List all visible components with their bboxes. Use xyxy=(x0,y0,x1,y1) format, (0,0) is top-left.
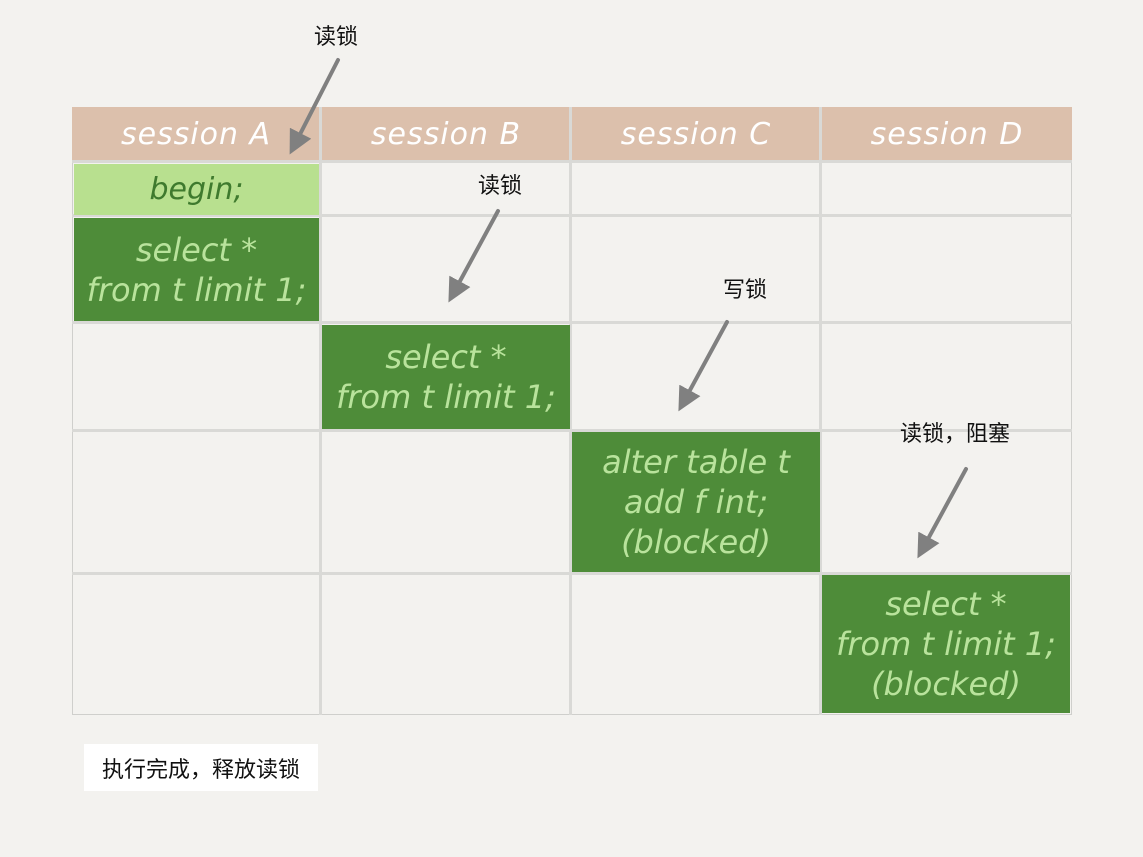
step-line: select * xyxy=(135,230,258,269)
session-d-header: session D xyxy=(870,117,1024,152)
session-c-alter-step: alter table t add f int; (blocked) xyxy=(572,432,820,572)
step-line: (blocked) xyxy=(621,523,771,561)
arrow-to-session-c xyxy=(678,320,729,412)
step-line: from t limit 1; xyxy=(336,378,556,416)
grid-row-divider xyxy=(72,214,1072,217)
arrow-to-session-d xyxy=(917,467,968,559)
read-lock-annotation-a: 读锁 xyxy=(314,25,359,50)
step-line: from t limit 1; xyxy=(836,625,1056,663)
session-b-select-step: select * from t limit 1; xyxy=(322,325,570,429)
session-d-select-step: select * from t limit 1; (blocked) xyxy=(822,575,1070,713)
step-text: begin; xyxy=(149,171,244,207)
grid-row-divider xyxy=(72,429,1072,432)
arrow-to-session-b xyxy=(448,209,500,303)
arrow-to-session-a xyxy=(289,58,340,155)
step-line: (blocked) xyxy=(871,665,1021,703)
grid-column-divider xyxy=(819,107,822,715)
step-line: select * xyxy=(385,338,507,376)
step-line: select * xyxy=(885,585,1007,623)
read-lock-blocked-annotation-d: 读锁，阻塞 xyxy=(900,422,1011,447)
grid-column-divider xyxy=(569,107,572,715)
session-c-header: session C xyxy=(620,117,772,152)
footer-note: 执行完成，释放读锁 xyxy=(84,744,318,791)
read-lock-annotation-b: 读锁 xyxy=(478,174,523,199)
step-line: add f int; xyxy=(623,483,769,521)
session-a-select-step: select * from t limit 1; xyxy=(74,218,319,321)
step-line: from t limit 1; xyxy=(86,270,307,309)
grid-column-divider xyxy=(319,107,322,715)
session-a-begin-step: begin; xyxy=(74,164,319,215)
grid-row-divider xyxy=(72,572,1072,575)
step-line: alter table t xyxy=(602,443,790,481)
session-a-header: session A xyxy=(120,117,272,152)
write-lock-annotation-c: 写锁 xyxy=(723,278,768,303)
grid-row-divider xyxy=(72,321,1072,324)
session-b-header: session B xyxy=(370,117,522,152)
session-header-bar xyxy=(72,107,1072,162)
grid-row-divider xyxy=(72,160,1072,163)
